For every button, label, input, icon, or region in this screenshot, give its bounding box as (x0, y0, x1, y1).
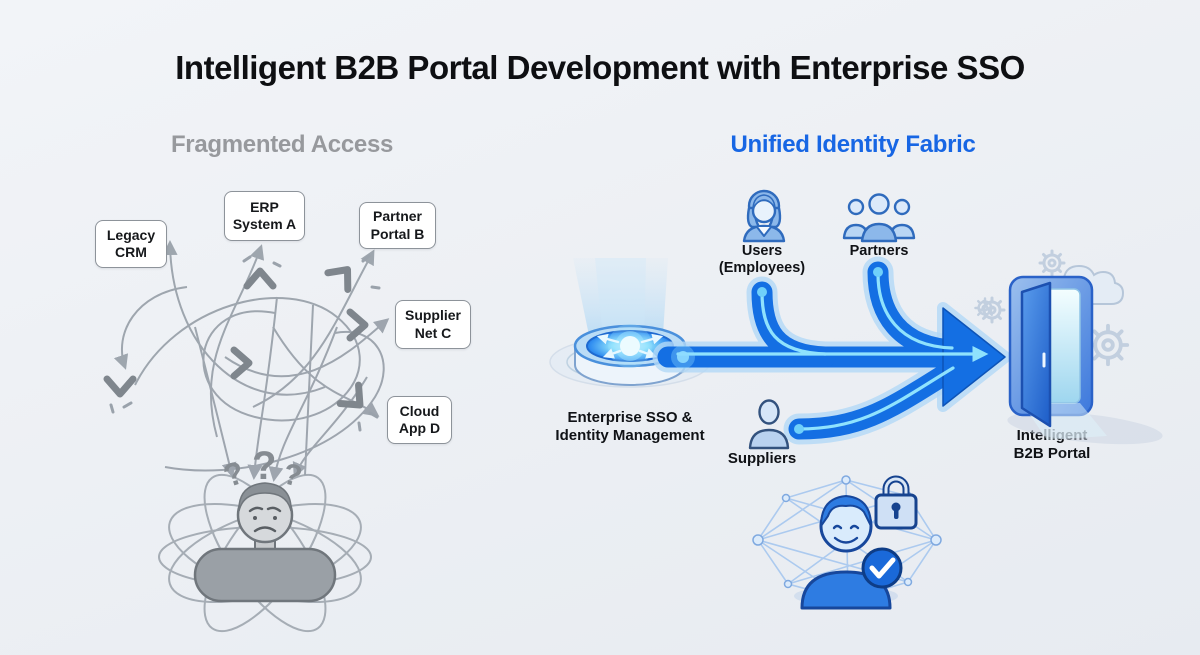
partners-group-icon (842, 193, 916, 243)
confused-person-icon (158, 473, 372, 633)
supplier-person-icon (748, 399, 790, 450)
system-box-erp-system-a: ERP System A (224, 191, 305, 241)
system-box-cloud-app-d: Cloud App D (387, 396, 452, 444)
suppliers-label: Suppliers (727, 450, 797, 467)
users-label: Users (Employees) (718, 243, 806, 277)
broken-link-chevron-icon (103, 266, 369, 409)
system-box-legacy-crm: Legacy CRM (95, 220, 167, 268)
check-badge-icon (861, 547, 903, 589)
portal-door-icon (974, 249, 1163, 445)
right-section-heading: Unified Identity Fabric (730, 131, 976, 158)
gear-icon (974, 249, 1130, 367)
sso-hub-label: Enterprise SSO & Identity Management (555, 409, 705, 444)
tangle-diagram (103, 240, 390, 633)
question-mark: ? (252, 444, 277, 488)
woman-user-icon (742, 189, 786, 243)
page-title: Intelligent B2B Portal Development with … (175, 49, 1025, 86)
partners-label: Partners (849, 243, 909, 259)
security-emblem (752, 475, 942, 610)
left-section-heading: Fragmented Access (170, 131, 394, 158)
padlock-icon (874, 475, 918, 530)
system-box-partner-portal-b: Partner Portal B (359, 202, 436, 249)
system-box-supplier-net-c: Supplier Net C (395, 300, 471, 349)
break-fragments (109, 254, 381, 432)
flow-arrow-icon (652, 256, 1011, 445)
